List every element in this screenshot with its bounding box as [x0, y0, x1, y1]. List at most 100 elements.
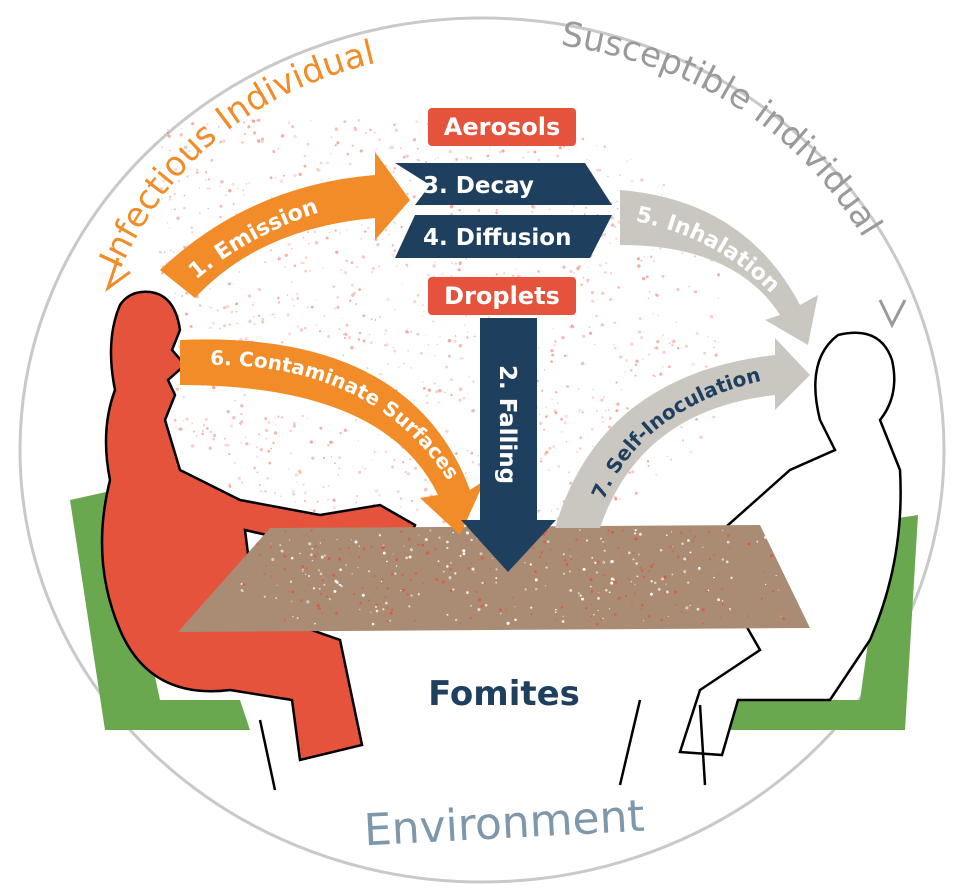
aerosol-particle — [393, 349, 397, 353]
aerosol-particle — [293, 173, 297, 178]
fomite-speck — [614, 580, 617, 584]
fomite-speck — [590, 603, 593, 606]
aerosol-particle — [332, 505, 337, 510]
fomite-speck — [481, 581, 484, 585]
aerosol-particle — [640, 178, 644, 182]
fomite-speck — [359, 608, 361, 611]
fomite-speck — [590, 615, 592, 618]
fomite-speck — [657, 587, 661, 591]
aerosol-particle — [586, 266, 589, 269]
fomite-speck — [511, 596, 514, 599]
aerosol-particle — [292, 304, 295, 307]
aerosol-particle — [681, 252, 684, 255]
aerosol-particle — [296, 297, 299, 300]
fomite-speck — [287, 538, 289, 541]
aerosol-particle — [373, 149, 376, 152]
table-contamination — [240, 528, 786, 627]
aerosol-particle — [223, 324, 227, 328]
aerosol-particle — [586, 158, 588, 161]
fomite-speck — [448, 576, 452, 580]
aerosol-particle — [355, 419, 357, 421]
aerosol-particle — [330, 136, 333, 139]
aerosol-particle — [406, 265, 409, 268]
fomite-speck — [650, 592, 653, 596]
aerosol-particle — [592, 300, 595, 303]
aerosol-particle — [289, 429, 292, 432]
fomite-speck — [727, 533, 730, 537]
aerosol-particle — [303, 491, 307, 495]
fomite-speck — [354, 540, 358, 544]
fomite-speck — [283, 568, 286, 571]
aerosol-particle — [264, 417, 268, 421]
aerosol-particle — [327, 498, 329, 501]
aerosol-particle — [381, 373, 383, 375]
aerosol-particle — [538, 413, 541, 416]
aerosol-particle — [339, 431, 343, 435]
fomite-speck — [585, 539, 589, 542]
aerosol-particle — [602, 325, 605, 327]
aerosol-particle — [351, 144, 354, 147]
fomite-speck — [540, 550, 544, 554]
aerosol-particle — [353, 126, 356, 129]
fomite-speck — [778, 589, 780, 591]
aerosol-particle — [265, 476, 270, 480]
aerosol-particle — [277, 296, 280, 300]
aerosol-particle — [182, 245, 186, 249]
aerosol-particle — [652, 312, 654, 315]
aerosol-particle — [455, 157, 459, 161]
aerosol-particle — [269, 314, 271, 317]
aerosol-particle — [472, 380, 475, 383]
fomite-speck — [318, 569, 320, 571]
aerosol-particle — [298, 172, 302, 177]
aerosol-particle — [609, 242, 612, 245]
fomite-speck — [535, 588, 538, 591]
aerosol-particle — [391, 465, 395, 469]
fomite-speck — [390, 572, 394, 576]
aerosol-particle — [232, 416, 236, 420]
aerosol-particle — [231, 421, 233, 424]
aerosol-particle — [591, 299, 594, 302]
aerosol-particle — [224, 194, 227, 197]
aerosol-particle — [433, 382, 436, 385]
aerosol-particle — [656, 339, 660, 344]
fomite-speck — [534, 570, 537, 573]
fomite-speck — [659, 548, 663, 552]
fomite-speck — [775, 574, 777, 577]
aerosol-particle — [458, 398, 462, 402]
aerosol-particle — [360, 237, 363, 240]
fomite-speck — [418, 534, 420, 536]
aerosol-particle — [245, 442, 249, 446]
fomite-speck — [469, 616, 473, 620]
fomite-speck — [673, 590, 677, 594]
aerosol-particle — [277, 301, 281, 304]
fomite-speck — [599, 618, 603, 621]
fomite-speck — [375, 609, 379, 613]
aerosol-particle — [449, 378, 453, 381]
aerosol-particle — [228, 188, 232, 193]
fomite-speck — [335, 611, 339, 615]
aerosol-particle — [450, 261, 454, 265]
fomite-speck — [368, 570, 371, 573]
fomite-speck — [465, 531, 470, 535]
aerosol-particle — [245, 183, 248, 185]
aerosol-particle — [421, 315, 424, 317]
aerosol-particle — [318, 330, 322, 333]
fomite-speck — [728, 607, 731, 610]
aerosol-particle — [177, 179, 181, 183]
aerosol-particle — [613, 343, 615, 346]
aerosol-particle — [400, 147, 402, 149]
susceptible-title: Susceptible individual — [559, 14, 890, 243]
fomite-speck — [514, 605, 516, 608]
fomite-speck — [589, 620, 591, 622]
fomite-speck — [610, 581, 614, 585]
aerosol-particle — [257, 537, 259, 540]
aerosol-particle — [599, 169, 602, 172]
aerosol-particle — [261, 320, 265, 324]
fomite-speck — [311, 547, 314, 550]
aerosol-particle — [488, 158, 491, 161]
aerosol-particle — [343, 271, 348, 275]
aerosol-particle — [437, 401, 440, 404]
aerosol-particle — [228, 323, 232, 326]
aerosol-particle — [393, 167, 396, 170]
aerosol-particle — [560, 385, 563, 387]
